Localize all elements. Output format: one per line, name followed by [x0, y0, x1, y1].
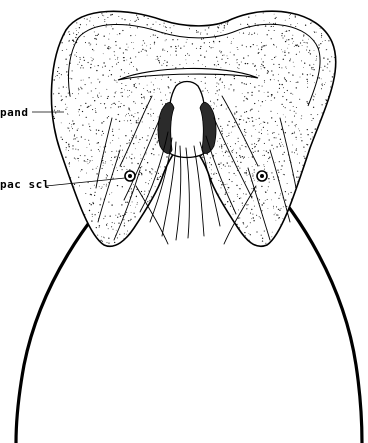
pand-label: pand	[0, 106, 29, 119]
pac-scl-label: pac scl	[0, 178, 50, 191]
left-seta-socket-center	[128, 174, 132, 178]
right-seta-socket-center	[260, 174, 264, 178]
